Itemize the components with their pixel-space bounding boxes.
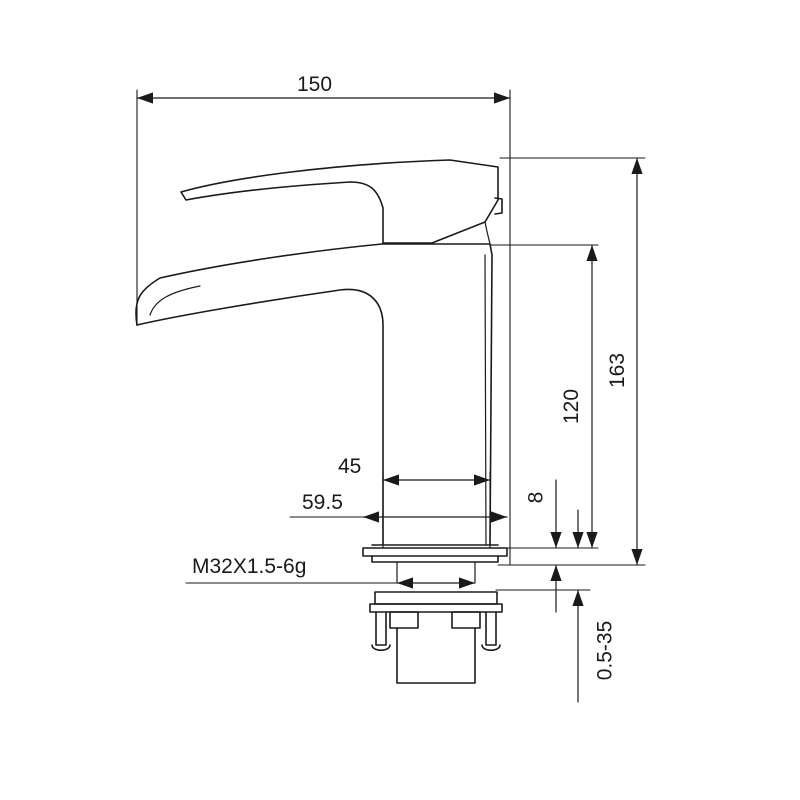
base-ring <box>371 555 499 563</box>
dim-base-flange-label: 59.5 <box>302 491 343 514</box>
body-inner-line <box>484 254 487 546</box>
base-flange <box>362 547 508 557</box>
handle-lever <box>180 159 499 244</box>
mount-plate <box>374 591 498 605</box>
mount-bolt-left <box>371 611 391 652</box>
dim-counter-thickness: 0.5-35 <box>593 620 617 681</box>
dim-base-diameter-label: 45 <box>338 455 362 478</box>
dim-thread-spec: M32X1.5-6g <box>192 555 307 578</box>
mount-body <box>396 627 476 684</box>
dimension-lines <box>136 92 643 703</box>
extension-lines <box>136 89 646 591</box>
spout-inner-line <box>149 285 201 316</box>
mount-nut <box>389 611 481 629</box>
dim-spout-height: 120 <box>560 388 584 425</box>
dim-overall-height: 163 <box>606 352 630 389</box>
spout-outline <box>135 243 493 546</box>
dim-base-thickness: 8 <box>524 491 548 504</box>
handle-cap <box>484 221 491 245</box>
dim-overall-width: 150 <box>297 73 333 96</box>
mount-bolt-right <box>481 611 501 652</box>
spout-lower-outline <box>136 288 384 546</box>
handle-knob <box>494 197 503 215</box>
shank <box>396 561 476 583</box>
